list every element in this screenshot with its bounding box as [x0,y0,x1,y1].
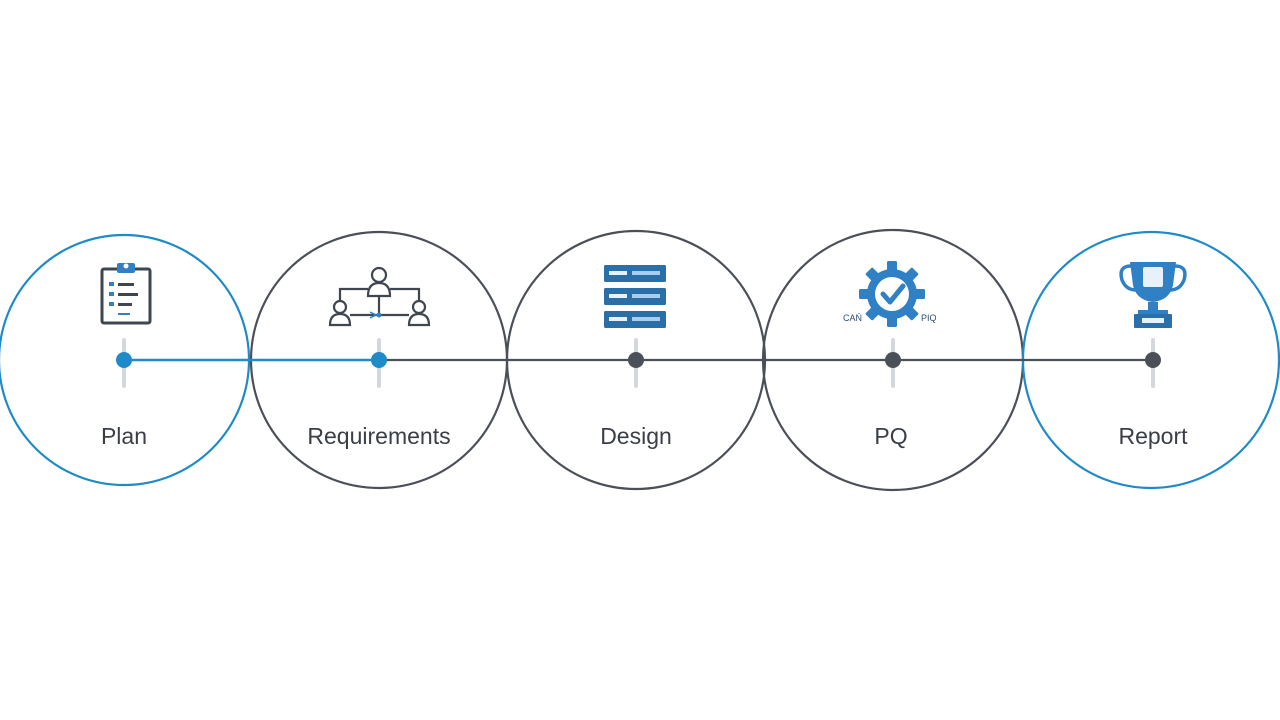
stage-label-plan: Plan [101,423,147,449]
user-hierarchy-icon [328,266,431,327]
node-plan[interactable] [116,352,132,368]
node-pq[interactable] [885,352,901,368]
gear-check-icon: CAŃ PIQ [843,261,937,327]
clipboard-checklist-icon [100,263,152,325]
gear-right-text: PIQ [921,313,937,323]
node-design[interactable] [628,352,644,368]
stage-label-pq: PQ [874,423,907,449]
node-report[interactable] [1145,352,1161,368]
gear-left-text: CAŃ [843,313,862,323]
server-rack-icon [604,265,666,328]
stage-label-requirements: Requirements [307,423,450,449]
trophy-icon [1119,262,1187,328]
stage-label-report: Report [1118,423,1188,449]
node-requirements[interactable] [371,352,387,368]
stage-label-design: Design [600,423,672,449]
